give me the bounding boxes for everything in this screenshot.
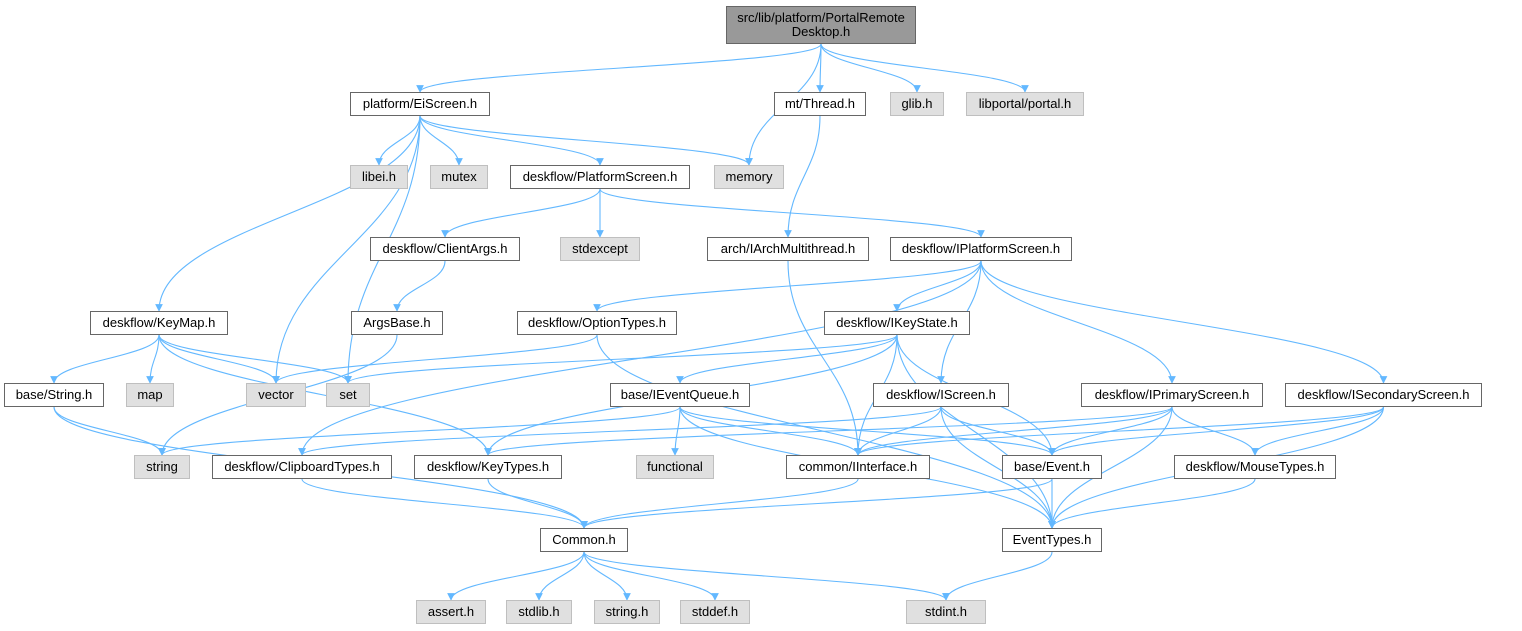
node-vector: vector — [246, 383, 306, 407]
node-deskflow-keymap-h[interactable]: deskflow/KeyMap.h — [90, 311, 228, 335]
node-mt-thread-h[interactable]: mt/Thread.h — [774, 92, 866, 116]
node-deskflow-iplatformscreen-h[interactable]: deskflow/IPlatformScreen.h — [890, 237, 1072, 261]
edge-basestring-to-string — [53, 406, 166, 456]
edge-iplatformscreen-to-isecondary — [980, 260, 1388, 384]
edge-eiscreen-to-platformscreen — [419, 115, 604, 166]
node-base-event-h[interactable]: base/Event.h — [1002, 455, 1102, 479]
node-mutex: mutex — [430, 165, 488, 189]
edge-ieventqueue-to-event — [679, 406, 1056, 456]
node-argsbase-h[interactable]: ArgsBase.h — [351, 311, 443, 335]
edge-common-to-stdint — [583, 551, 950, 601]
edge-iprimary-to-eventtypes — [1048, 406, 1173, 529]
edge-eiscreen-to-vector — [272, 115, 421, 384]
edge-keytypes-to-common — [487, 478, 588, 529]
edge-iprimary-to-iinterface — [854, 406, 1173, 456]
edge-iplatformscreen-to-iprimary — [980, 260, 1176, 384]
node-base-string-h[interactable]: base/String.h — [4, 383, 104, 407]
edge-iinterface-to-common — [580, 478, 859, 529]
edge-common-to-stdlib — [535, 551, 585, 601]
edge-root-to-eiscreen — [416, 43, 822, 93]
node-deskflow-isecondaryscreen-h[interactable]: deskflow/ISecondaryScreen.h — [1285, 383, 1482, 407]
edge-iscreen-to-event — [940, 406, 1056, 456]
edge-eiscreen-to-libei — [375, 115, 421, 166]
node-string: string — [134, 455, 190, 479]
edge-iprimary-to-keytypes — [484, 406, 1173, 456]
edge-platformscreen-to-clientargs — [441, 188, 601, 238]
node-deskflow-iprimaryscreen-h[interactable]: deskflow/IPrimaryScreen.h — [1081, 383, 1263, 407]
edge-iplatformscreen-to-ikeystate — [893, 260, 982, 312]
node-deskflow-mousetypes-h[interactable]: deskflow/MouseTypes.h — [1174, 455, 1336, 479]
node-functional: functional — [636, 455, 714, 479]
edge-keymap-to-vector — [158, 334, 280, 384]
node-glib-h: glib.h — [890, 92, 944, 116]
edge-ikeystate-to-ieventqueue — [676, 334, 898, 384]
node-deskflow-optiontypes-h[interactable]: deskflow/OptionTypes.h — [517, 311, 677, 335]
node-deskflow-iscreen-h[interactable]: deskflow/IScreen.h — [873, 383, 1009, 407]
edge-isecondary-to-iinterface — [854, 406, 1385, 456]
node-stdexcept: stdexcept — [560, 237, 640, 261]
node-set: set — [326, 383, 370, 407]
node-stdint-h: stdint.h — [906, 600, 986, 624]
node-portal-remote-desktop-h: src/lib/platform/PortalRemote Desktop.h — [726, 6, 916, 44]
edge-keymap-to-basestring — [50, 334, 160, 384]
edge-eiscreen-to-memory — [419, 115, 753, 166]
edge-isecondary-to-mousetypes — [1251, 406, 1385, 456]
edge-eiscreen-to-mutex — [419, 115, 463, 166]
edge-isecondary-to-event — [1048, 406, 1385, 456]
edge-iscreen-to-eventtypes — [940, 406, 1056, 529]
edge-ieventqueue-to-functional — [671, 406, 681, 456]
edge-iarchmt-to-iinterface — [787, 260, 862, 456]
edge-iplatformscreen-to-optiontypes — [593, 260, 982, 312]
node-libei-h: libei.h — [350, 165, 408, 189]
node-deskflow-clipboardtypes-h[interactable]: deskflow/ClipboardTypes.h — [212, 455, 392, 479]
edge-root-to-portal — [820, 43, 1029, 93]
node-memory: memory — [714, 165, 784, 189]
edge-clientargs-to-argsbase — [393, 260, 446, 312]
node-eventtypes-h[interactable]: EventTypes.h — [1002, 528, 1102, 552]
node-assert-h: assert.h — [416, 600, 486, 624]
node-common-iinterface-h[interactable]: common/IInterface.h — [786, 455, 930, 479]
node-arch-iarchmultithread-h[interactable]: arch/IArchMultithread.h — [707, 237, 869, 261]
edge-common-to-asserth — [447, 551, 585, 601]
node-deskflow-keytypes-h[interactable]: deskflow/KeyTypes.h — [414, 455, 562, 479]
node-deskflow-clientargs-h[interactable]: deskflow/ClientArgs.h — [370, 237, 520, 261]
edge-ikeystate-to-set — [344, 334, 898, 384]
edge-root-to-glib — [820, 43, 921, 93]
node-deskflow-ikeystate-h[interactable]: deskflow/IKeyState.h — [824, 311, 970, 335]
edge-eventtypes-to-stdint — [942, 551, 1053, 601]
node-platform-eiscreen-h[interactable]: platform/EiScreen.h — [350, 92, 490, 116]
edge-keymap-to-keytypes — [158, 334, 492, 456]
edge-optiontypes-to-vector — [272, 334, 598, 384]
node-stddef-h: stddef.h — [680, 600, 750, 624]
edge-common-to-stddef — [583, 551, 719, 601]
edge-ikeystate-to-eventtypes — [896, 334, 1056, 529]
edge-iscreen-to-clipboardtypes — [298, 406, 942, 456]
edge-ieventqueue-to-iinterface — [679, 406, 862, 456]
edge-common-to-stringh — [583, 551, 631, 601]
edge-thread-to-iarchmt — [784, 115, 821, 238]
node-stdlib-h: stdlib.h — [506, 600, 572, 624]
node-base-ieventqueue-h[interactable]: base/IEventQueue.h — [610, 383, 750, 407]
edge-ieventqueue-to-string — [158, 406, 681, 456]
edge-event-to-common — [580, 478, 1053, 529]
node-common-h[interactable]: Common.h — [540, 528, 628, 552]
edge-eiscreen-to-keymap — [155, 115, 421, 312]
edge-platformscreen-to-iplatformscreen — [599, 188, 985, 238]
node-map: map — [126, 383, 174, 407]
edge-mousetypes-to-eventtypes — [1048, 478, 1256, 529]
edge-clipboardtypes-to-common — [301, 478, 588, 529]
edge-keymap-to-map — [146, 334, 160, 384]
edge-root-to-thread — [816, 43, 824, 93]
node-string-h: string.h — [594, 600, 660, 624]
node-deskflow-platformscreen-h[interactable]: deskflow/PlatformScreen.h — [510, 165, 690, 189]
edge-keymap-to-set — [158, 334, 352, 384]
node-libportal-portal-h: libportal/portal.h — [966, 92, 1084, 116]
